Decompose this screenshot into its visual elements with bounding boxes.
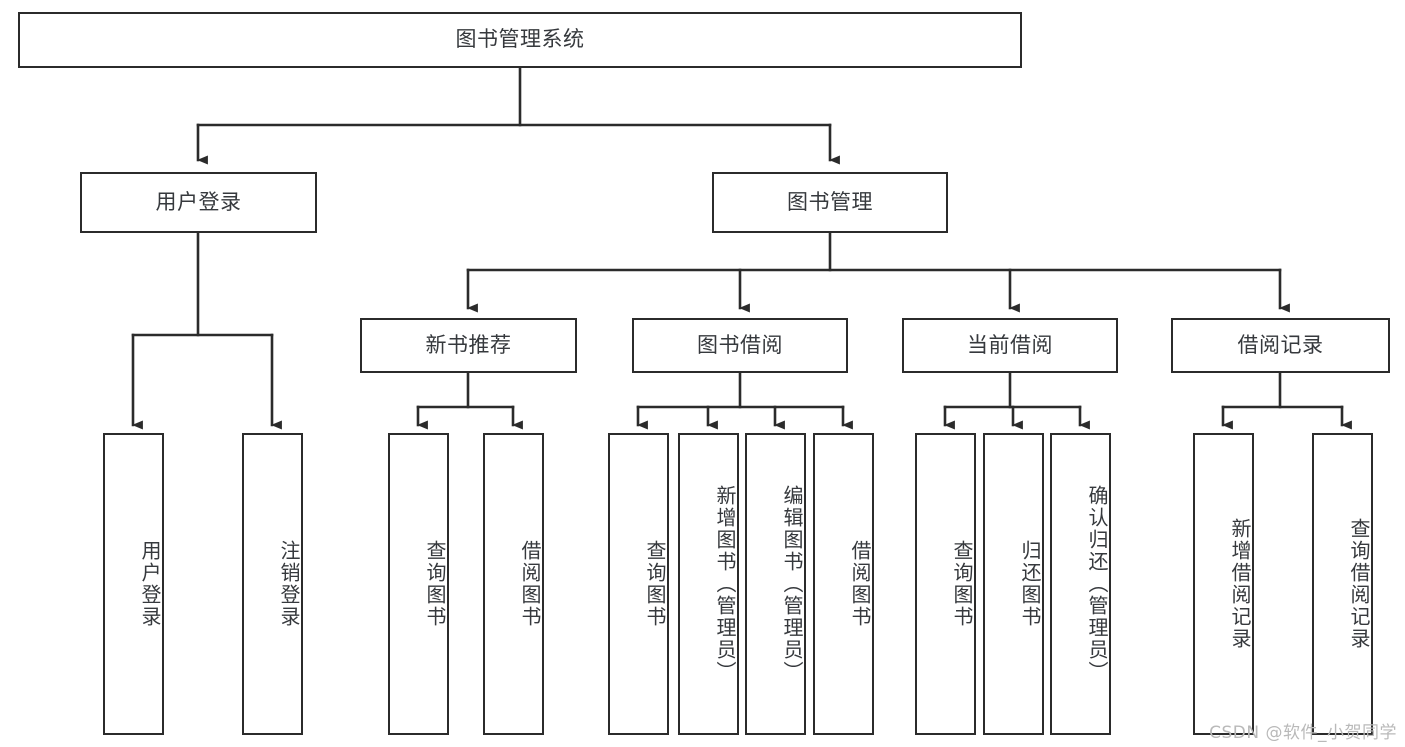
node-leaf-borrow-book-2[interactable]: 借阅图书 (813, 433, 874, 735)
node-leaf-query-record-label: 查询借阅记录 (1347, 518, 1371, 650)
csdn-watermark: CSDN @软件_小贺同学 (1209, 723, 1397, 743)
node-user-login-label: 用户登录 (155, 189, 242, 214)
node-book-manage-label: 图书管理 (787, 189, 873, 214)
node-leaf-confirm-return-label: 确认归还（管理员） (1085, 485, 1109, 683)
node-current-borrow-label: 当前借阅 (967, 332, 1053, 357)
node-user-login[interactable]: 用户登录 (80, 172, 317, 233)
node-leaf-logout-login[interactable]: 注销登录 (242, 433, 303, 735)
node-leaf-edit-book-label: 编辑图书（管理员） (780, 485, 804, 683)
node-leaf-borrow-book-1[interactable]: 借阅图书 (483, 433, 544, 735)
node-leaf-query-book-2[interactable]: 查询图书 (608, 433, 669, 735)
node-leaf-query-record[interactable]: 查询借阅记录 (1312, 433, 1373, 735)
node-current-borrow[interactable]: 当前借阅 (902, 318, 1118, 373)
node-leaf-confirm-return[interactable]: 确认归还（管理员） (1050, 433, 1111, 735)
node-leaf-query-book-1-label: 查询图书 (423, 540, 447, 628)
node-borrow-record-label: 借阅记录 (1237, 332, 1324, 357)
node-leaf-user-login[interactable]: 用户登录 (103, 433, 164, 735)
node-leaf-user-login-label: 用户登录 (138, 540, 162, 628)
node-leaf-query-book-1[interactable]: 查询图书 (388, 433, 449, 735)
node-leaf-add-record-label: 新增借阅记录 (1228, 518, 1252, 650)
node-book-borrow-label: 图书借阅 (697, 332, 783, 357)
node-leaf-query-book-2-label: 查询图书 (643, 540, 667, 628)
node-root[interactable]: 图书管理系统 (18, 12, 1022, 68)
node-leaf-return-book[interactable]: 归还图书 (983, 433, 1044, 735)
node-leaf-query-book-3-label: 查询图书 (950, 540, 974, 628)
node-leaf-return-book-label: 归还图书 (1018, 540, 1042, 628)
node-leaf-borrow-book-2-label: 借阅图书 (848, 540, 872, 628)
node-root-label: 图书管理系统 (455, 27, 585, 52)
node-leaf-query-book-3[interactable]: 查询图书 (915, 433, 976, 735)
node-leaf-add-book-label: 新增图书（管理员） (713, 485, 737, 683)
node-new-book-recommend[interactable]: 新书推荐 (360, 318, 577, 373)
node-leaf-borrow-book-1-label: 借阅图书 (518, 540, 542, 628)
node-new-book-recommend-label: 新书推荐 (425, 332, 512, 357)
node-leaf-add-record[interactable]: 新增借阅记录 (1193, 433, 1254, 735)
node-borrow-record[interactable]: 借阅记录 (1171, 318, 1390, 373)
node-leaf-add-book[interactable]: 新增图书（管理员） (678, 433, 739, 735)
node-book-borrow[interactable]: 图书借阅 (632, 318, 848, 373)
node-leaf-edit-book[interactable]: 编辑图书（管理员） (745, 433, 806, 735)
node-leaf-logout-login-label: 注销登录 (277, 540, 301, 628)
node-book-manage[interactable]: 图书管理 (712, 172, 948, 233)
